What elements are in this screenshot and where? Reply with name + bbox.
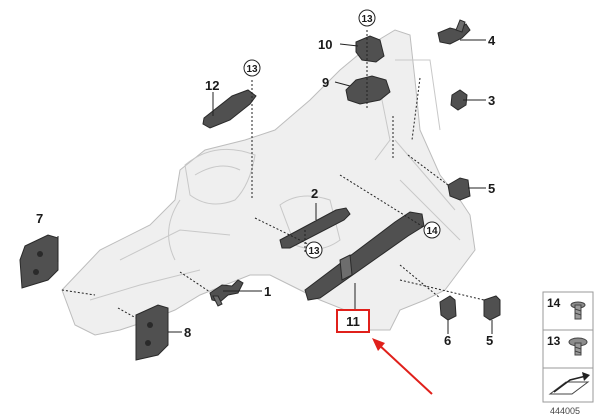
callout-8: 8	[184, 325, 191, 340]
svg-text:13: 13	[246, 64, 258, 75]
bracket-part-5-lower	[483, 295, 501, 321]
legend-label-14: 14	[547, 296, 561, 310]
callout-12: 12	[205, 78, 219, 93]
bracket-part-9	[345, 75, 391, 105]
highlighted-callout-11: 11	[336, 309, 370, 333]
bracket-part-2	[279, 207, 351, 249]
circled-callout-13-left: 13	[243, 59, 261, 77]
callout-3: 3	[488, 93, 495, 108]
callout-1: 1	[264, 284, 271, 299]
callout-4: 4	[488, 33, 496, 48]
callout-6: 6	[444, 333, 451, 348]
callout-5-upper: 5	[488, 181, 495, 196]
red-arrow-icon	[372, 338, 433, 395]
fastener-legend: 14 13	[542, 291, 594, 403]
circled-callout-13-top: 13	[358, 9, 376, 27]
circled-callout-13-mid: 13	[305, 241, 323, 259]
callout-2: 2	[311, 186, 318, 201]
screw-icon	[568, 337, 588, 356]
bolt-icon	[570, 301, 586, 320]
sheet-metal-icon	[548, 372, 590, 395]
diagram-id: 444005	[550, 406, 580, 416]
svg-text:13: 13	[361, 14, 373, 25]
bracket-part-6	[439, 295, 457, 321]
plate-part-8	[135, 304, 169, 361]
svg-text:11: 11	[346, 314, 360, 329]
svg-text:13: 13	[308, 246, 320, 257]
nut-part-3	[450, 89, 468, 111]
callouts: 1 2 3 4 5 5 6 7 8 9 10 12	[36, 33, 496, 348]
callout-7: 7	[36, 211, 43, 226]
callout-9: 9	[322, 75, 329, 90]
bracket-part-12	[202, 89, 257, 129]
bracket-part-4	[437, 19, 471, 45]
bracket-part-10	[355, 35, 385, 63]
callout-5-lower: 5	[486, 333, 493, 348]
legend-label-13: 13	[547, 334, 561, 348]
svg-text:14: 14	[426, 226, 438, 237]
circled-callout-14: 14	[423, 221, 441, 239]
dashed-lines	[61, 30, 485, 319]
callout-10: 10	[318, 37, 332, 52]
leader-lines	[57, 39, 493, 334]
bracket-part-11	[304, 211, 425, 301]
bracket-part-5-upper	[447, 177, 471, 201]
plate-part-7	[19, 234, 59, 289]
